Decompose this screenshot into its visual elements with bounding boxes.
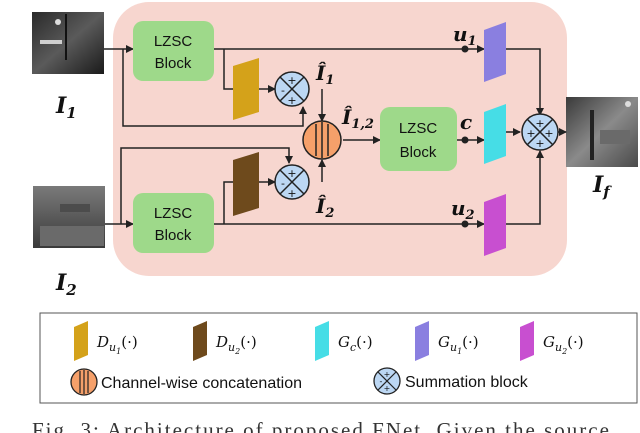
junction-dot-u2 <box>461 220 469 228</box>
legend-du1-swatch <box>74 321 88 361</box>
legend-du2-swatch <box>193 321 207 361</box>
svg-text:+: + <box>535 117 544 130</box>
lzsc-block-right-line2: Block <box>400 144 437 161</box>
input-image-i2 <box>33 186 105 248</box>
lzsc-block-bottom-line2: Block <box>155 227 192 244</box>
junction-dot-u1 <box>461 45 469 53</box>
generator-gu1-shape <box>484 22 506 82</box>
figure-caption: Fig. 3: Architecture of proposed FNet. G… <box>32 418 611 433</box>
label-u1: u1 <box>453 22 477 49</box>
label-ihat12: Î1,2 <box>341 105 374 132</box>
input-image-i1 <box>32 12 104 74</box>
legend-concat-icon <box>70 368 98 396</box>
concatenation-block <box>302 120 342 160</box>
junction-dot-c <box>461 136 469 144</box>
decoder-du2-shape <box>233 152 259 216</box>
label-ihat1: Î1 <box>315 61 334 88</box>
legend-gu1-swatch <box>415 321 429 361</box>
lzsc-block-right: LZSC Block <box>380 107 457 171</box>
legend-du2-label: Du2(·) <box>215 333 257 356</box>
decoder-du1-shape <box>233 58 259 120</box>
legend-gc-swatch <box>315 321 329 361</box>
legend-gu2-label: Gu2(·) <box>543 333 584 356</box>
lzsc-block-right-line1: LZSC <box>399 120 438 137</box>
legend-gu2-swatch <box>520 321 534 361</box>
svg-text:-: - <box>281 177 285 190</box>
svg-text:+: + <box>535 137 544 150</box>
svg-text:+: + <box>384 384 391 393</box>
svg-text:+: + <box>287 187 296 200</box>
generator-gc-shape <box>484 104 506 164</box>
legend-du1-label: Du1(·) <box>96 333 138 356</box>
summation-block-2: + - + <box>274 164 310 200</box>
svg-text:+: + <box>526 127 535 140</box>
svg-text:+: + <box>287 167 296 180</box>
lzsc-block-top-line2: Block <box>155 55 192 72</box>
svg-text:+: + <box>287 74 296 87</box>
svg-text:+: + <box>384 370 391 379</box>
legend: Du1(·) Du2(·) Gc(·) Gu1(·) Gu2(·) Channe… <box>39 312 638 404</box>
label-u2: u2 <box>451 196 475 223</box>
legend-concat-label: Channel-wise concatenation <box>101 375 302 392</box>
svg-text:-: - <box>281 84 285 97</box>
lzsc-block-top-line1: LZSC <box>154 33 193 50</box>
label-i1: I1 <box>55 93 77 122</box>
generator-gu2-shape <box>484 194 506 256</box>
legend-gu1-label: Gu1(·) <box>438 333 479 356</box>
output-image-if <box>566 97 638 167</box>
svg-text:+: + <box>287 94 296 107</box>
label-if: If <box>592 172 612 201</box>
summation-block-1: + - + <box>274 71 310 107</box>
svg-text:-: - <box>380 377 383 386</box>
lzsc-block-bottom-line1: LZSC <box>154 205 193 222</box>
lzsc-block-top: LZSC Block <box>133 21 214 81</box>
legend-summation-label: Summation block <box>405 374 529 391</box>
lzsc-block-bottom: LZSC Block <box>133 193 214 253</box>
legend-summation-icon: + - + <box>373 367 401 395</box>
label-ihat2: Î2 <box>315 194 334 221</box>
label-i2: I2 <box>55 270 77 299</box>
svg-text:+: + <box>544 127 553 140</box>
summation-block-final: + + + + <box>521 113 559 151</box>
label-c: c <box>460 110 472 134</box>
legend-gc-label: Gc(·) <box>338 333 373 354</box>
connector-lines <box>104 45 567 228</box>
